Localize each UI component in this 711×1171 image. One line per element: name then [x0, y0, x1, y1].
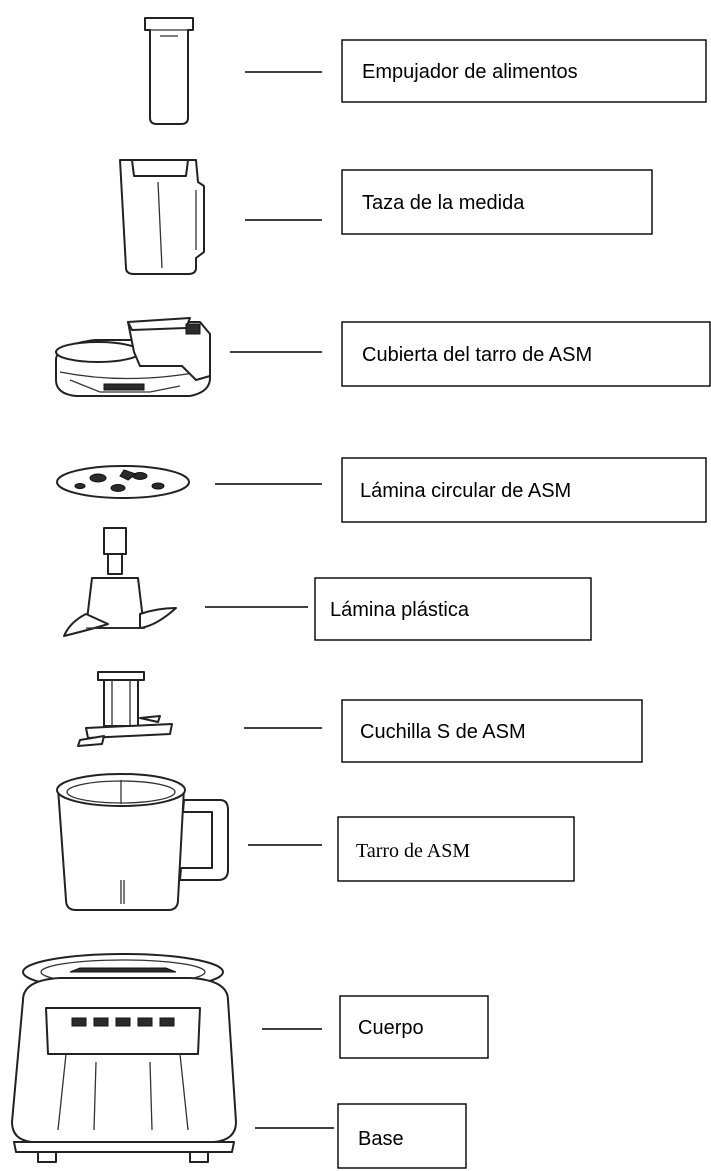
body-and-base-illustration: [11, 953, 237, 1163]
circular-blade-label: Lámina circular de ASM: [360, 480, 571, 502]
food-pusher-illustration: [144, 17, 194, 125]
body-label-box: [339, 995, 489, 1059]
plastic-blade-illustration: [63, 527, 177, 637]
s-blade-illustration: [77, 671, 173, 747]
jar-cover-illustration: [55, 317, 211, 397]
food-pusher-label: Empujador de alimentos: [362, 61, 578, 83]
circular-blade-illustration: [56, 465, 190, 499]
jar-cover-label: Cubierta del tarro de ASM: [362, 344, 592, 366]
plastic-blade-label: Lámina plástica: [330, 599, 470, 621]
jar-label-box: [337, 816, 575, 882]
measuring-cup-label-box: [341, 169, 653, 235]
s-blade-label: Cuchilla S de ASM: [360, 721, 526, 743]
body-label: Cuerpo: [358, 1017, 424, 1039]
jar-cover-label-box: [341, 321, 711, 387]
base-label-box: [337, 1103, 467, 1169]
jar-label: Tarro de ASM: [356, 840, 470, 862]
measuring-cup-illustration: [119, 159, 205, 275]
base-label: Base: [358, 1128, 404, 1150]
food-pusher-label-box: [341, 39, 707, 103]
measuring-cup-label: Taza de la medida: [362, 192, 525, 214]
plastic-blade-label-box: [314, 577, 592, 641]
jar-illustration: [56, 773, 229, 911]
s-blade-label-box: [341, 699, 643, 763]
circular-blade-label-box: [341, 457, 707, 523]
